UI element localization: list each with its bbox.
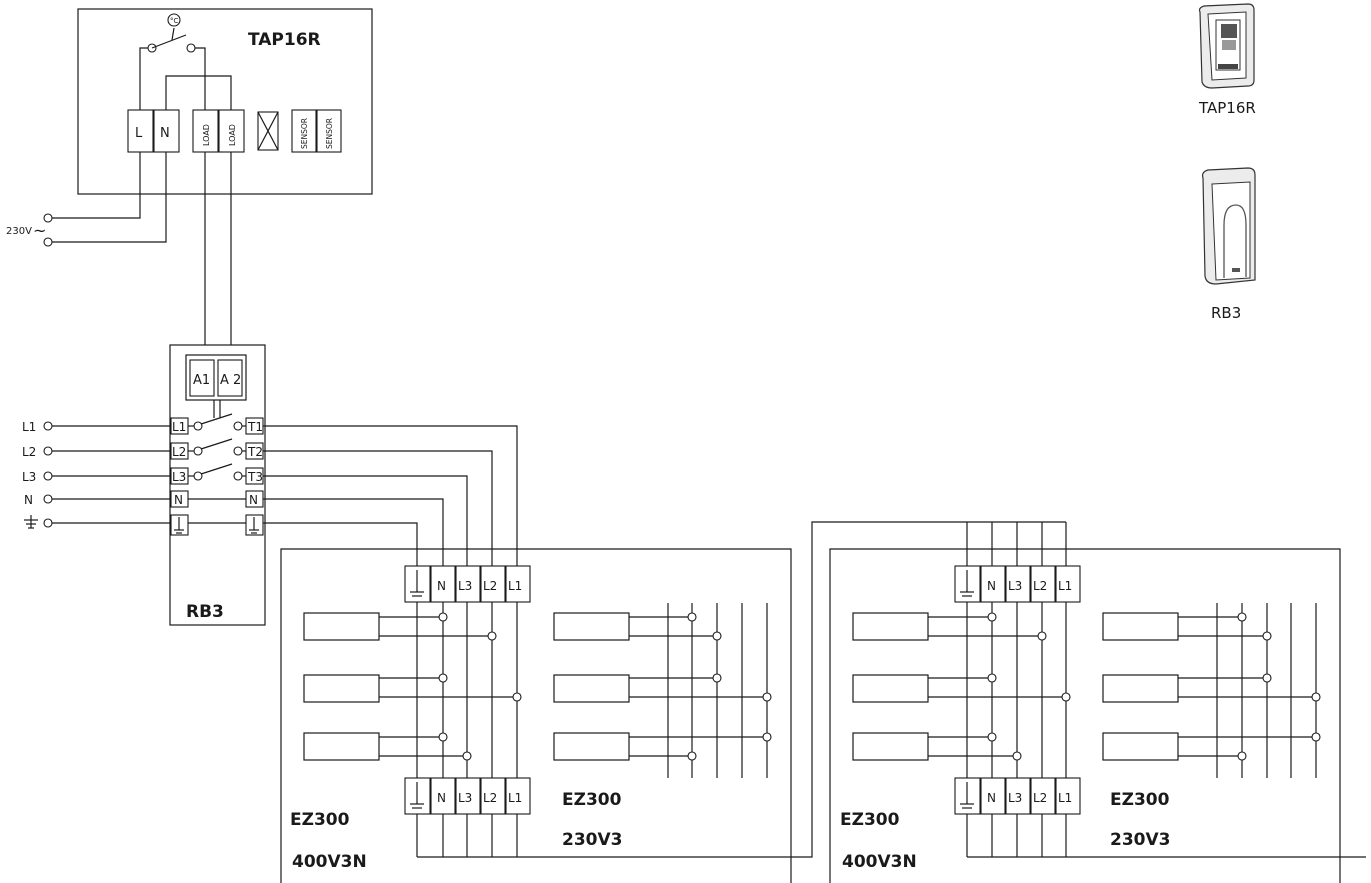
relay-ground-out-icon [249, 517, 259, 534]
relay-image-label: RB3 [1211, 304, 1241, 322]
thermostat-terminal-load1: LOAD [202, 124, 211, 146]
ac-symbol: ~ [33, 221, 46, 240]
thermostat-image-label: TAP16R [1198, 99, 1256, 117]
svg-text:L1: L1 [172, 420, 186, 434]
heater-left-ground-bottom-icon [410, 782, 424, 809]
svg-text:L3: L3 [22, 470, 36, 484]
svg-text:L3: L3 [458, 791, 472, 805]
relay-box: A1 A 2 L1 T1 L2 T2 L3 [169, 344, 266, 626]
heater-right-alt-model: EZ300 [1110, 790, 1170, 810]
mains-inputs: L1 L2 L3 N [22, 420, 171, 529]
heater-left-alt-voltage: 230V3 [562, 830, 622, 850]
relay-output-wiring [263, 425, 518, 581]
heater-left-ground-top-icon [410, 570, 424, 597]
relay-device-icon [1201, 167, 1256, 285]
heater-left-alt-model: EZ300 [562, 790, 622, 810]
svg-text:T3: T3 [247, 470, 263, 484]
svg-text:L2: L2 [483, 579, 497, 593]
heater-left: N L3 L2 L1 [280, 548, 792, 883]
svg-text:L2: L2 [1033, 791, 1047, 805]
thermostat-terminal-load2: LOAD [228, 124, 237, 146]
svg-text:L1: L1 [1058, 579, 1072, 593]
svg-text:T2: T2 [247, 445, 263, 459]
svg-text:N: N [437, 579, 446, 593]
relay-coil-a1: A1 [193, 373, 210, 388]
svg-text:L3: L3 [458, 579, 472, 593]
svg-text:N: N [987, 579, 996, 593]
svg-text:N: N [174, 493, 183, 507]
thermostat-title: TAP16R [248, 30, 321, 50]
supply-230v: 230V ~ [6, 152, 167, 247]
thermostat-bulb-icon [167, 13, 181, 27]
svg-text:L1: L1 [22, 420, 36, 434]
thermostat-terminal-N: N [160, 126, 170, 141]
relay-coil-a2: A 2 [220, 373, 241, 388]
relay-contacts: L1 T1 L2 T2 L3 T3 [170, 413, 264, 536]
thermostat-device-icon [1198, 3, 1255, 89]
heater-right: N L3 L2 L1 [829, 548, 1366, 883]
svg-text:L2: L2 [483, 791, 497, 805]
svg-text:L3: L3 [1008, 579, 1022, 593]
heater-right-ground-bottom-icon [960, 782, 974, 809]
thermostat-empty-terminal-icon [257, 111, 279, 151]
relay-title: RB3 [186, 602, 224, 622]
heater-left-voltage: 400V3N [292, 852, 367, 872]
heater-right-voltage: 400V3N [842, 852, 917, 872]
svg-text:L1: L1 [1058, 791, 1072, 805]
svg-text:L1: L1 [508, 579, 522, 593]
thermostat-terminal-sensor2: SENSOR [325, 118, 334, 149]
thermostat-terminal-sensor1: SENSOR [300, 118, 309, 149]
svg-text:L3: L3 [1008, 791, 1022, 805]
supply-voltage-label: 230V [6, 226, 32, 237]
svg-text:N: N [987, 791, 996, 805]
svg-text:L2: L2 [1033, 579, 1047, 593]
svg-text:T1: T1 [247, 420, 263, 434]
heater-right-alt-voltage: 230V3 [1110, 830, 1170, 850]
svg-text:N: N [249, 493, 258, 507]
svg-text:N: N [24, 493, 33, 507]
heater-left-model: EZ300 [290, 810, 350, 830]
svg-text:L2: L2 [172, 445, 186, 459]
mains-ground-icon [24, 515, 38, 529]
relay-ground-in-icon [174, 517, 184, 534]
thermostat-switch: °C [139, 13, 232, 110]
svg-text:L1: L1 [508, 791, 522, 805]
svg-text:L2: L2 [22, 445, 36, 459]
svg-text:N: N [437, 791, 446, 805]
heater-right-ground-top-icon [960, 570, 974, 597]
svg-text:L3: L3 [172, 470, 186, 484]
heater-right-model: EZ300 [840, 810, 900, 830]
thermostat-terminal-L: L [135, 126, 143, 141]
svg-text:°C: °C [170, 17, 179, 25]
thermostat-box: TAP16R °C L N LOAD LOAD SENSOR [77, 8, 373, 195]
